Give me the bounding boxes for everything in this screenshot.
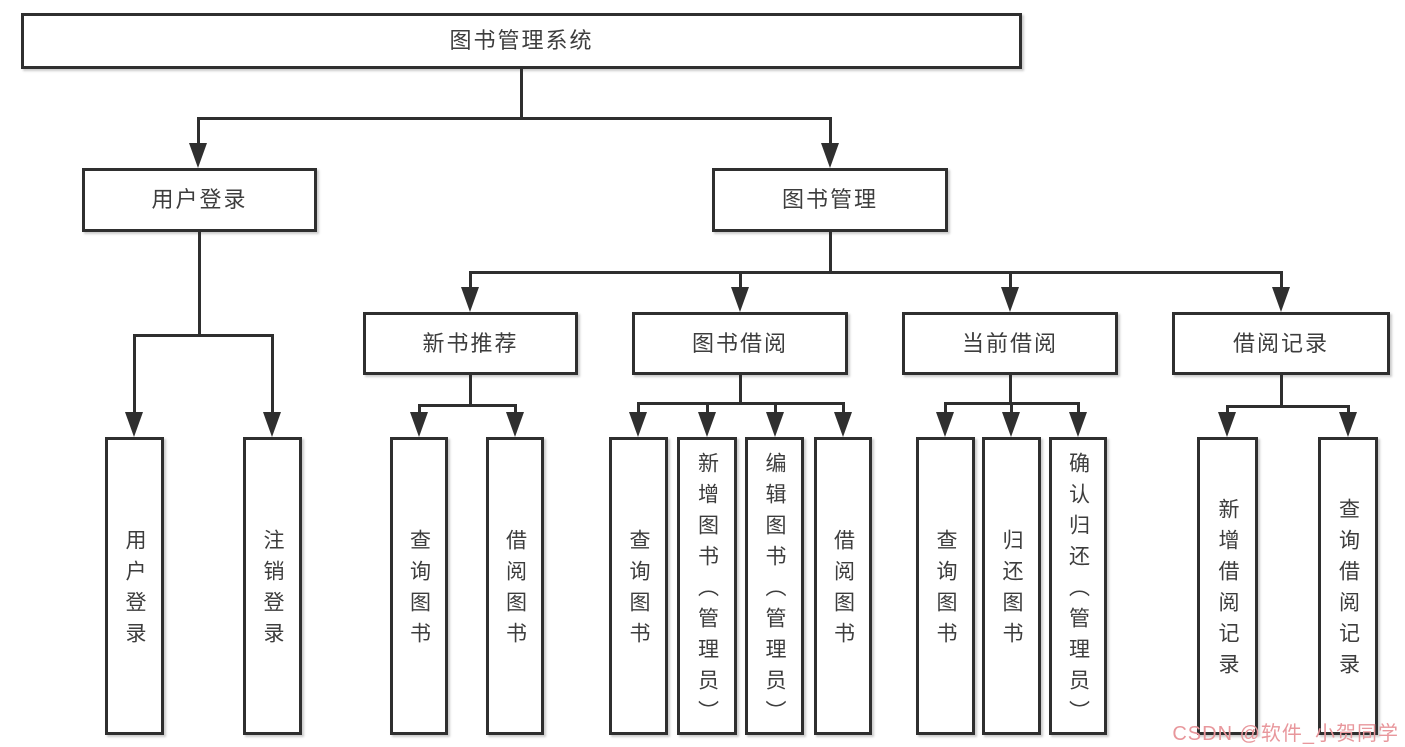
connector-drop-book-mgmt [468, 272, 472, 289]
node-label-book-borrow: 图书借阅 [691, 330, 788, 356]
connector-drop-book-mgmt [1279, 272, 1283, 289]
node-label-borrow-record: 借阅记录 [1232, 330, 1329, 356]
node-leaf-user-login: 用户登录 [105, 437, 164, 735]
connector-bar-book-borrow [636, 401, 845, 405]
arrow-down-icon [506, 412, 524, 437]
node-leaf-return-book: 归还图书 [982, 437, 1041, 735]
connector-drop-user-login [132, 335, 136, 414]
connector-stem-user-login [197, 232, 201, 337]
connector-drop-book-mgmt [1008, 272, 1012, 289]
connector-drop-root [196, 118, 200, 145]
connector-stem-new-book-rec [468, 375, 472, 407]
connector-drop-root [828, 118, 832, 145]
arrow-down-icon [189, 143, 207, 168]
arrow-down-icon [1069, 412, 1087, 437]
arrow-down-icon [821, 143, 839, 168]
node-leaf-add-book: 新增图书（管理员） [677, 437, 737, 735]
arrow-down-icon [1339, 412, 1357, 437]
arrow-down-icon [766, 412, 784, 437]
node-label-current-borrow: 当前借阅 [961, 330, 1058, 356]
node-leaf-query-book-3: 查询图书 [916, 437, 975, 735]
arrow-down-icon [410, 412, 428, 437]
connector-drop-borrow-record [1225, 406, 1229, 414]
node-label-leaf-query-book-3: 查询图书 [934, 529, 957, 653]
connector-drop-borrow-record [1346, 406, 1350, 414]
node-label-leaf-user-login: 用户登录 [123, 529, 146, 653]
connector-drop-book-borrow [636, 403, 640, 414]
node-leaf-edit-book: 编辑图书（管理员） [745, 437, 804, 735]
node-borrow-record: 借阅记录 [1172, 312, 1390, 375]
node-leaf-confirm-return: 确认归还（管理员） [1049, 437, 1107, 735]
connector-stem-book-mgmt [828, 232, 832, 274]
arrow-down-icon [461, 287, 479, 312]
arrow-down-icon [125, 412, 143, 437]
connector-drop-book-borrow [841, 403, 845, 414]
node-label-leaf-return-book: 归还图书 [1000, 529, 1023, 653]
node-root: 图书管理系统 [21, 13, 1022, 69]
connector-drop-current-borrow [943, 403, 947, 414]
node-label-root: 图书管理系统 [449, 28, 594, 53]
connector-stem-current-borrow [1008, 375, 1012, 405]
node-label-leaf-add-borrow-record: 新增借阅记录 [1216, 498, 1239, 684]
arrow-down-icon [1218, 412, 1236, 437]
node-label-leaf-confirm-return: 确认归还（管理员） [1066, 451, 1090, 731]
connector-drop-user-login [270, 335, 274, 414]
node-leaf-borrow-book-2: 借阅图书 [814, 437, 872, 735]
arrow-down-icon [936, 412, 954, 437]
connector-drop-current-borrow [1076, 403, 1080, 414]
node-label-new-book-rec: 新书推荐 [422, 330, 519, 356]
csdn-watermark: CSDN @软件_小贺同学 [1172, 723, 1399, 745]
node-current-borrow: 当前借阅 [902, 312, 1118, 375]
connector-stem-book-borrow [738, 375, 742, 405]
node-leaf-query-book-1: 查询图书 [390, 437, 448, 735]
connector-drop-new-book-rec [417, 405, 421, 414]
connector-bar-root [196, 116, 832, 120]
connector-bar-user-login [132, 333, 274, 337]
node-label-leaf-logout: 注销登录 [261, 529, 284, 653]
arrow-down-icon [698, 412, 716, 437]
node-leaf-query-borrow-record: 查询借阅记录 [1318, 437, 1378, 735]
arrow-down-icon [731, 287, 749, 312]
node-label-user-login: 用户登录 [151, 187, 248, 212]
node-label-leaf-borrow-book-1: 借阅图书 [503, 529, 527, 653]
connector-drop-book-borrow [705, 403, 709, 414]
connector-stem-root [519, 69, 523, 120]
connector-bar-borrow-record [1225, 404, 1350, 408]
node-leaf-borrow-book-1: 借阅图书 [486, 437, 544, 735]
node-label-leaf-borrow-book-2: 借阅图书 [831, 529, 855, 653]
node-leaf-query-book-2: 查询图书 [609, 437, 668, 735]
node-leaf-logout: 注销登录 [243, 437, 302, 735]
arrow-down-icon [1001, 287, 1019, 312]
connector-drop-current-borrow [1009, 403, 1013, 414]
node-label-leaf-edit-book: 编辑图书（管理员） [763, 451, 786, 731]
arrow-down-icon [263, 412, 281, 437]
node-label-leaf-query-borrow-record: 查询借阅记录 [1336, 498, 1360, 684]
connector-bar-book-mgmt [468, 270, 1283, 274]
node-label-leaf-query-book-1: 查询图书 [407, 529, 431, 653]
node-leaf-add-borrow-record: 新增借阅记录 [1197, 437, 1258, 735]
node-label-book-mgmt: 图书管理 [781, 187, 878, 212]
node-user-login: 用户登录 [82, 168, 317, 232]
connector-drop-new-book-rec [513, 405, 517, 414]
connector-drop-book-mgmt [738, 272, 742, 289]
node-label-leaf-add-book: 新增图书（管理员） [695, 451, 719, 731]
arrow-down-icon [1002, 412, 1020, 437]
connector-bar-new-book-rec [417, 403, 517, 407]
arrow-down-icon [834, 412, 852, 437]
node-book-borrow: 图书借阅 [632, 312, 848, 375]
arrow-down-icon [1272, 287, 1290, 312]
connector-stem-borrow-record [1279, 375, 1283, 408]
node-label-leaf-query-book-2: 查询图书 [627, 529, 650, 653]
node-new-book-rec: 新书推荐 [363, 312, 578, 375]
connector-drop-book-borrow [773, 403, 777, 414]
arrow-down-icon [629, 412, 647, 437]
node-book-mgmt: 图书管理 [712, 168, 948, 232]
